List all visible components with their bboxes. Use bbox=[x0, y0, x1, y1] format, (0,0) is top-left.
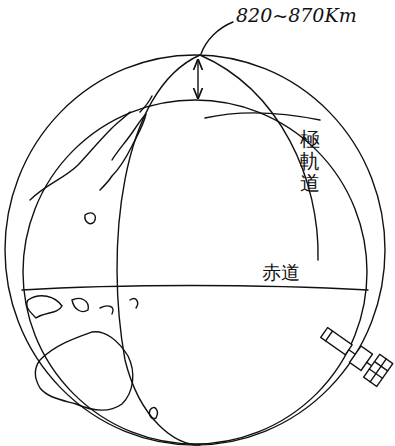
altitude-label: 820~870Km bbox=[236, 4, 357, 26]
orbit-label: 極軌道 bbox=[300, 128, 320, 194]
new-zealand bbox=[149, 408, 157, 419]
polar-orbit bbox=[5, 55, 385, 445]
japan-island bbox=[100, 114, 146, 190]
earth-outline bbox=[23, 100, 367, 444]
polar-orbit-front bbox=[117, 55, 200, 445]
islands bbox=[100, 306, 113, 314]
australia bbox=[36, 332, 133, 410]
island bbox=[85, 213, 95, 224]
altitude-arrow bbox=[197, 60, 198, 98]
coast-north bbox=[205, 113, 320, 120]
equator-line bbox=[22, 286, 368, 291]
island bbox=[130, 299, 138, 308]
japan-north bbox=[140, 96, 152, 112]
islands bbox=[27, 296, 62, 318]
leader-line bbox=[201, 22, 233, 54]
islands bbox=[72, 298, 88, 311]
equator-label: 赤道 bbox=[262, 260, 300, 286]
satellite bbox=[316, 321, 393, 386]
